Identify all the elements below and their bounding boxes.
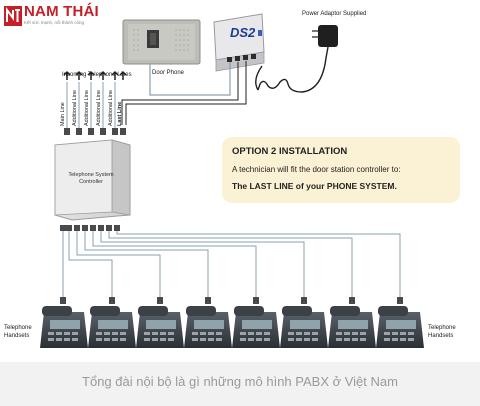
nam-thai-logo-mark [4, 6, 22, 26]
incoming-line-cables [66, 82, 116, 128]
telephone-system-controller [54, 139, 131, 221]
ds2-controller [213, 13, 265, 72]
logo-tagline: Kết sức mạnh, nối thành công [24, 20, 85, 25]
handset-cables [62, 230, 401, 298]
telephone-handset-1 [40, 306, 88, 348]
line-label-additional-1: Additional Line [72, 89, 78, 126]
telephone-handset-5 [232, 306, 280, 348]
handsets-left-label: Telephone Handsets [4, 325, 32, 339]
image-caption: Tổng đài nội bộ là gì những mô hình PABX… [82, 374, 398, 389]
door-phone-label: Door Phone [152, 70, 185, 76]
line-label-main: Main Line [60, 102, 66, 126]
info-box-emphasis: The LAST LINE of your PHONE SYSTEM. [232, 181, 397, 191]
caption-band [0, 362, 480, 406]
line-label-last: Last Line [117, 101, 123, 126]
power-adaptor-label: Power Adaptor Supplied [302, 11, 367, 17]
telephone-handset-4 [184, 306, 232, 348]
info-box-title: OPTION 2 INSTALLATION [232, 146, 348, 157]
line-label-additional-3: Additional Line [96, 89, 102, 126]
ds2-label: DS2 [230, 25, 256, 40]
telephone-handset-2 [88, 306, 136, 348]
door-phone-cables [149, 62, 231, 96]
handsets-right-label: Telephone Handsets [428, 325, 456, 339]
telephone-handset-8 [376, 306, 424, 348]
line-arrows [63, 70, 127, 80]
info-box-description: A technician will fit the door station c… [232, 165, 401, 174]
incoming-lines-label: Incoming Telephone Lines [62, 72, 132, 78]
incoming-line-plugs [64, 128, 126, 135]
ds2-line-cables [121, 61, 247, 125]
telephone-handset-7 [328, 306, 376, 348]
line-label-additional-2: Additional Line [84, 89, 90, 126]
option-2-info-box: OPTION 2 INSTALLATION A technician will … [222, 137, 460, 203]
power-adaptor [255, 25, 338, 93]
line-label-additional-4: Additional Line [108, 89, 114, 126]
telephone-handset-3 [136, 306, 184, 348]
controller-label: Telephone System Controller [68, 172, 114, 185]
handset-plugs [60, 225, 403, 304]
telephone-handset-6 [280, 306, 328, 348]
door-phone-panel [122, 19, 201, 65]
logo-name: NAM THÁI [24, 3, 99, 20]
